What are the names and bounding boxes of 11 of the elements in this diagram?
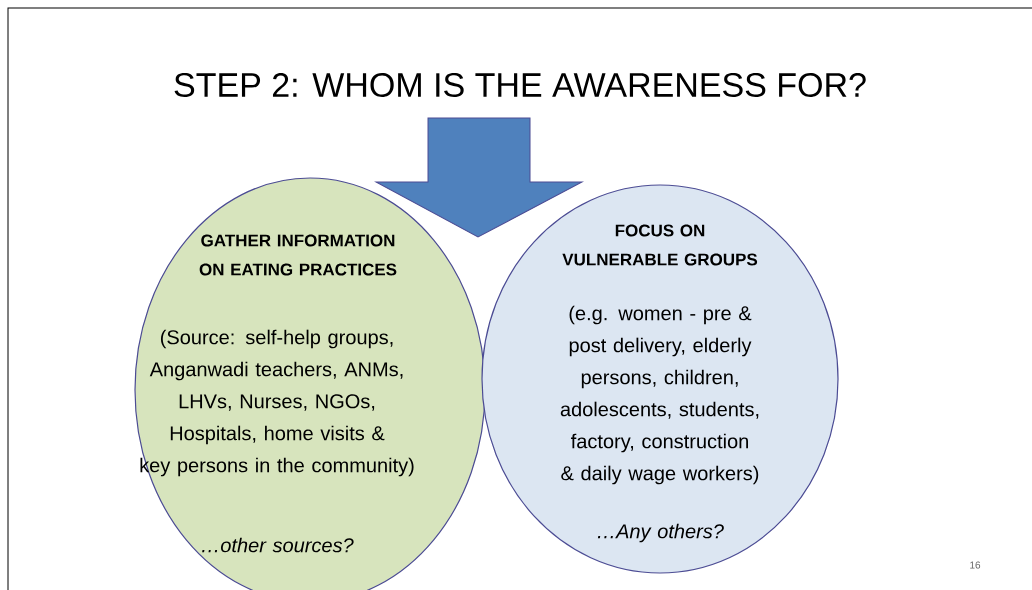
circle: [481, 184, 839, 574]
question-text: …other sources?: [202, 537, 354, 553]
page-number: 16: [970, 561, 981, 569]
title: STEP 2: WHOM IS THE AWARENESS FOR?: [174, 72, 866, 98]
heading: FOCUS ON VULNERABLE GROUPS: [562, 224, 758, 266]
circle: [134, 177, 486, 590]
heading: GATHER INFORMATION ON EATING PRACTICES: [199, 234, 397, 276]
body-text: (Source: self-help groups, Anganwadi teachers, ANMs, LHVs, Nurses, NGOs, Hospitals, home visits & key persons in the community): [140, 329, 414, 477]
question-text: …Any others?: [597, 523, 724, 543]
body-text: (e.g. women - pre & post delivery, elderly persons, children, adolescents, students, factory, construction & daily wage workers): [560, 305, 759, 485]
block-arrow: [375, 117, 583, 238]
